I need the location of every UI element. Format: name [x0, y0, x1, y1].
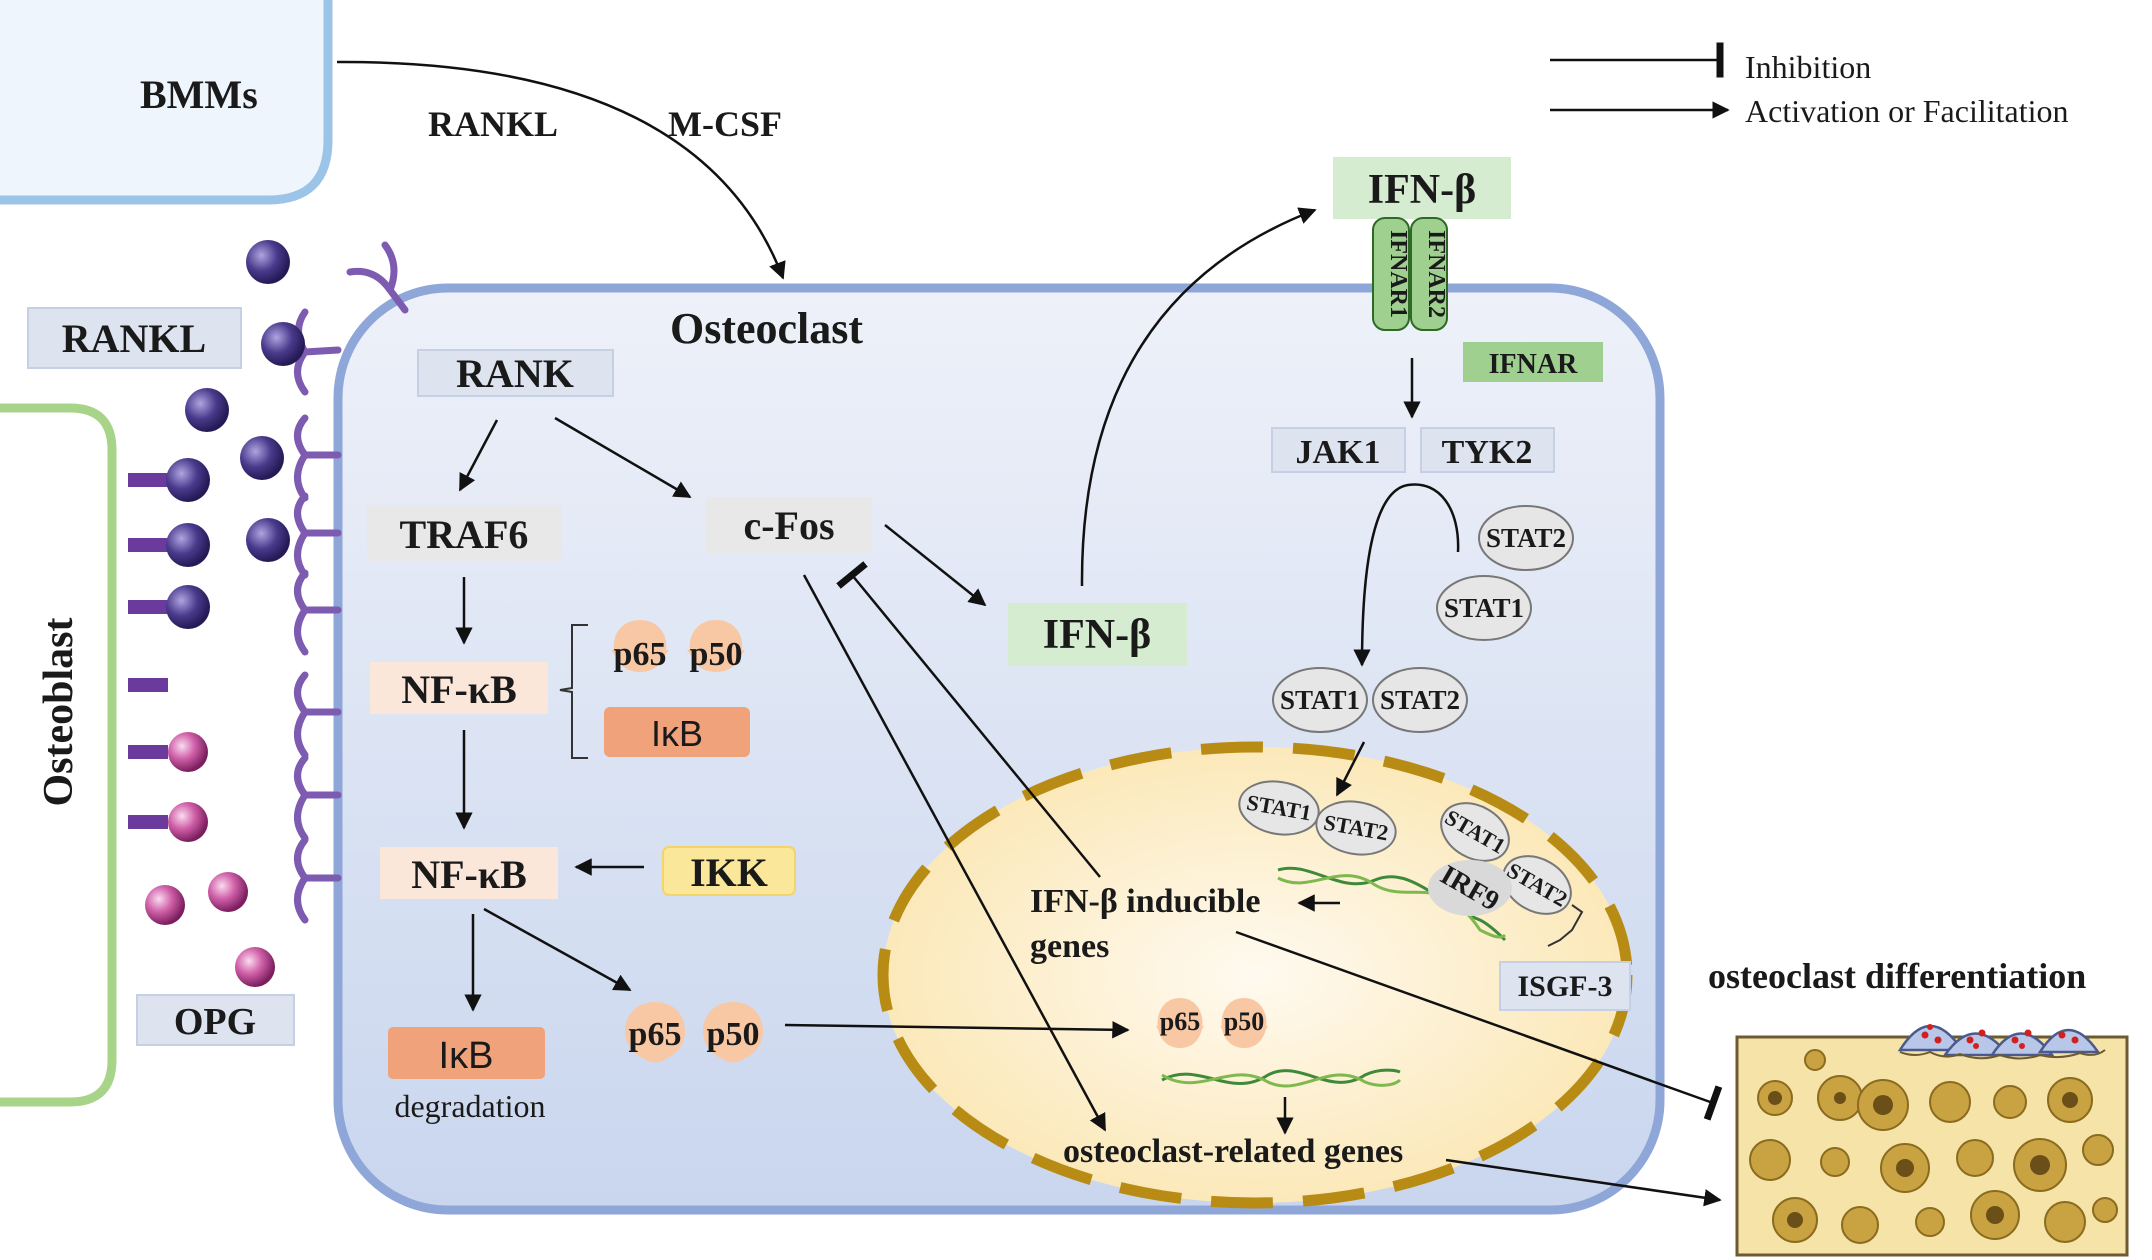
- rank-label: RANK: [456, 351, 574, 396]
- tyk2-label: TYK2: [1442, 434, 1533, 471]
- ifnb-genes-inhibit-differentiation: [1235, 930, 1723, 1121]
- opg-molecules: [145, 732, 275, 987]
- nfkb-box-1: [370, 662, 548, 714]
- ikk-label: IKK: [690, 850, 768, 895]
- nfkb-complex-bracket: [559, 624, 588, 759]
- p65-p50-free: p65 p50: [625, 1002, 763, 1063]
- rank-box: [417, 349, 614, 397]
- osteoclast-differentiation-label: osteoclast differentiation: [1708, 956, 2086, 996]
- cfos-to-ifnb-arrow: [884, 524, 987, 607]
- inhibition-legend-label: Inhibition: [1745, 49, 1871, 85]
- pathway-arrows: [455, 207, 1723, 1207]
- ikb-degraded-label: IκB: [439, 1035, 494, 1077]
- p50-label-nuclear: p50: [1224, 1007, 1264, 1036]
- ifnar2-label: IFNAR2: [1423, 230, 1449, 318]
- nfkb-box-2: [380, 847, 558, 899]
- ikb-degraded-box: [388, 1027, 545, 1079]
- ifnb-inner-label: IFN-β: [1043, 612, 1151, 658]
- ifnb-genes-inhibit-cfos: [836, 561, 1101, 878]
- rank-receptors: [294, 241, 409, 924]
- bmms-cell: BMMs: [0, 0, 333, 205]
- stat-to-nucleus-arrow: [1335, 741, 1366, 797]
- rankl-top-label: RANKL: [428, 104, 558, 144]
- jak1-box: [1271, 427, 1406, 473]
- cfos-box: [706, 497, 872, 553]
- legend: Inhibition Activation or Facilitation: [1550, 42, 2068, 129]
- isgf3-box: [1499, 961, 1631, 1011]
- p65p50-to-nucleus-arrow: [784, 1021, 1130, 1039]
- stat-recruitment-arrow: [1353, 483, 1460, 667]
- ifnb-inner-box: [1008, 603, 1187, 666]
- bmms-to-osteoclast-arrow: [336, 60, 786, 280]
- rank-to-cfos-arrow: [554, 416, 692, 499]
- jak1-label: JAK1: [1296, 434, 1381, 471]
- isgf3-label: ISGF-3: [1517, 970, 1612, 1003]
- stat2-label-b: STAT2: [1380, 685, 1460, 715]
- p65-p50-nuclear: p65 p50: [1156, 998, 1268, 1048]
- ikk-box: [662, 846, 796, 896]
- cfos-to-osteoclast-genes-arrow: [802, 574, 1107, 1132]
- ifnar-receptor: IFNAR1 IFNAR2: [1372, 217, 1449, 331]
- bone-matrix: [1735, 1024, 2129, 1257]
- traf6-box: [367, 505, 562, 561]
- osteoblast-rankl-stalks: [128, 473, 168, 829]
- nfkb-label-1: NF-κB: [401, 667, 517, 712]
- ifnb-secretion-arrow: [1080, 207, 1317, 587]
- p50-label-top: p50: [690, 636, 743, 673]
- rank-to-traf6-arrow: [458, 419, 499, 492]
- p65-label-nuclear: p65: [1160, 1007, 1200, 1036]
- rankl-molecules: [166, 240, 305, 629]
- p65-label-free: p65: [629, 1016, 682, 1053]
- stat-proteins: [1238, 505, 1574, 916]
- activation-legend-label: Activation or Facilitation: [1745, 93, 2068, 129]
- ifnb-outer-label: IFN-β: [1368, 167, 1476, 213]
- osteoclast-label: Osteoclast: [670, 304, 863, 353]
- p65-p50-ikb-complex: p65 p50 IκB: [604, 620, 750, 757]
- degradation-label: degradation: [394, 1088, 545, 1124]
- osteoblast-cell: Osteoblast: [0, 403, 117, 1107]
- ikb-complex-label: IκB: [651, 713, 703, 754]
- rankl-box-label: RANKL: [62, 316, 206, 361]
- nfkb-to-p65p50-arrow: [483, 907, 632, 992]
- dna-helix-upper: [1277, 866, 1507, 942]
- p50-label-free: p50: [707, 1016, 760, 1053]
- ifnar1-label: IFNAR1: [1385, 230, 1411, 318]
- p65-label-top: p65: [614, 636, 667, 673]
- stat2-label-a: STAT2: [1486, 523, 1566, 553]
- dna-helix-lower: [1161, 1068, 1402, 1088]
- stat1-label-a: STAT1: [1444, 593, 1524, 623]
- osteoblast-label: Osteoblast: [36, 617, 82, 806]
- cfos-label: c-Fos: [743, 503, 834, 548]
- opg-box: [136, 994, 295, 1046]
- osteoclast-genes-label: osteoclast-related genes: [1063, 1133, 1403, 1170]
- nfkb-label-2: NF-κB: [411, 852, 527, 897]
- ifnb-outer-box: [1333, 157, 1511, 219]
- rankl-box: [27, 307, 242, 369]
- tyk2-box: [1420, 427, 1555, 473]
- traf6-label: TRAF6: [400, 512, 529, 557]
- mcsf-label: M-CSF: [668, 104, 782, 144]
- isgf3-bracket: [1547, 904, 1584, 947]
- opg-box-label: OPG: [174, 1001, 256, 1043]
- ifnb-genes-label-2: genes: [1030, 928, 1109, 965]
- bmms-label: BMMs: [140, 72, 258, 117]
- ifnar-box: [1463, 342, 1603, 382]
- ifnb-genes-label-1: IFN-β inducible: [1030, 883, 1260, 920]
- osteoclast-genes-to-differentiation-arrow: [1445, 1158, 1722, 1207]
- ifnar-label: IFNAR: [1489, 349, 1578, 380]
- stat1-label-b: STAT1: [1280, 685, 1360, 715]
